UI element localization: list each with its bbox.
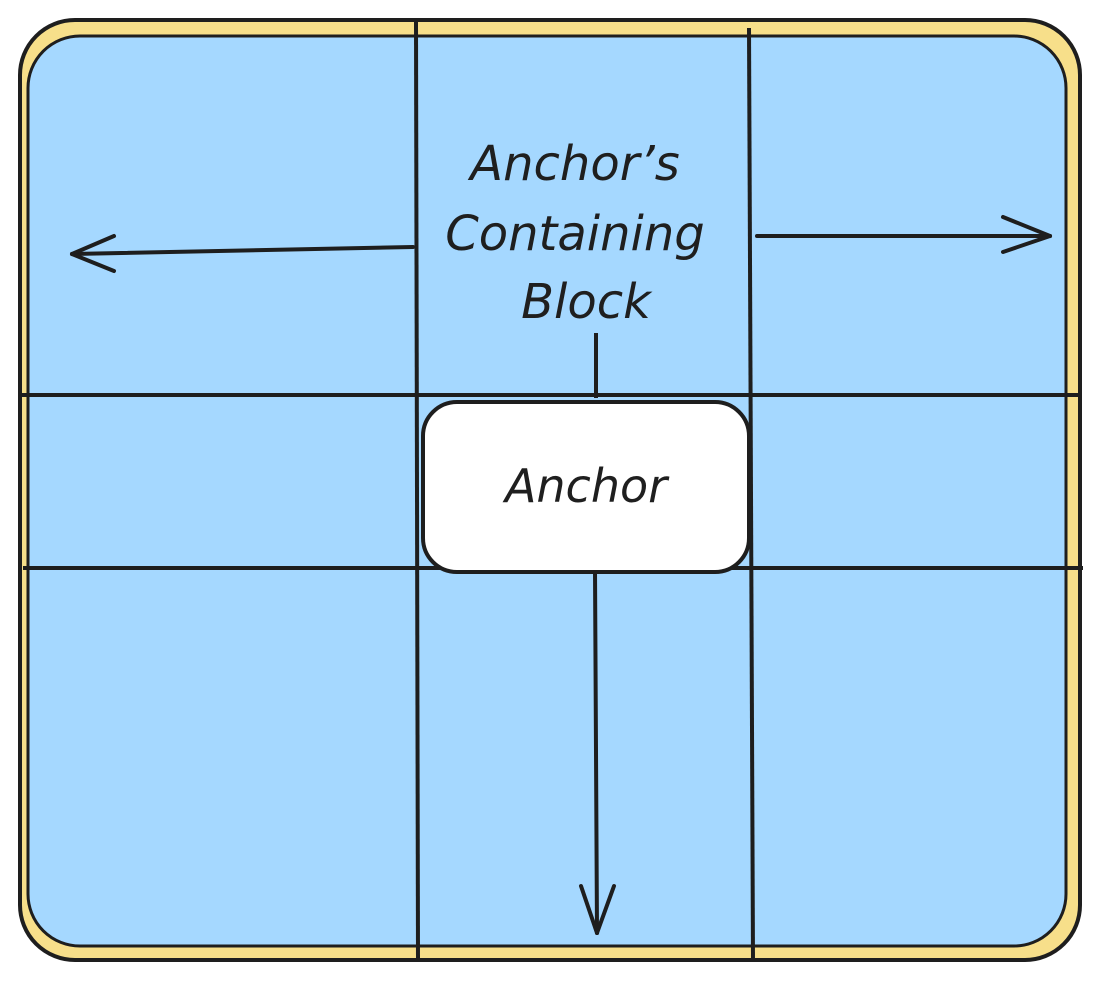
right-arrow	[755, 215, 1052, 254]
anchor-label: Anchor	[502, 459, 670, 513]
down-arrow	[579, 568, 616, 935]
grid-line-left	[414, 21, 420, 963]
containing-block-label-line-3: Block	[521, 274, 653, 330]
anchor-box	[421, 400, 751, 574]
left-arrow	[70, 234, 415, 273]
containing-block-label-line-1: Anchor’s	[467, 136, 679, 192]
containing-block-label-line-2: Containing	[445, 206, 705, 262]
